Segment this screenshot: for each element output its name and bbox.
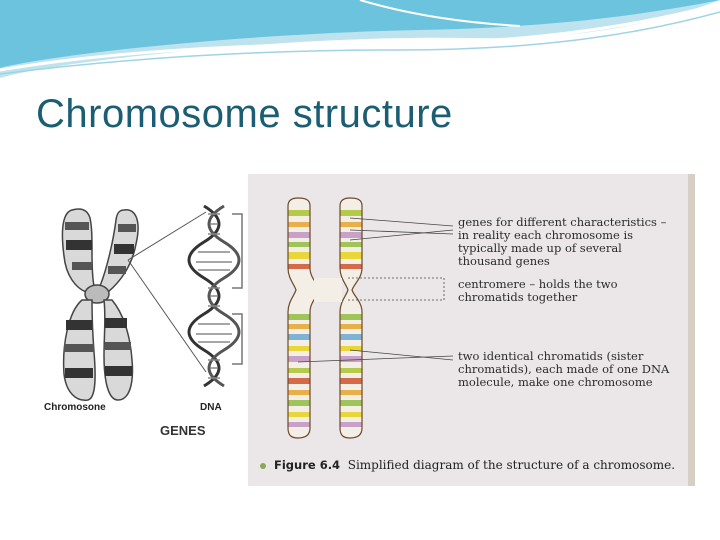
- top-banner: [0, 0, 720, 90]
- figure-caption: Figure 6.4 Simplified diagram of the str…: [260, 458, 675, 472]
- chromosome-label: Chromosone: [44, 402, 106, 413]
- banded-chromosome-drawing: [287, 197, 363, 439]
- chromosome-drawing: [61, 208, 139, 401]
- genes-label: GENES: [160, 423, 206, 438]
- dna-label: DNA: [200, 402, 222, 413]
- page-title: Chromosome structure: [36, 92, 453, 136]
- chromosome-dna-figure: Chromosone DNA GENES: [24, 196, 250, 446]
- caption-text: Simplified diagram of the structure of a…: [347, 458, 676, 472]
- centromere-annotation: centromere – holds the two chromatids to…: [458, 277, 618, 304]
- genes-annotation: genes for different characteristics – in…: [458, 215, 667, 268]
- dna-helix-drawing: [187, 204, 241, 388]
- caption-label: Figure 6.4: [274, 458, 341, 472]
- chromatids-annotation: two identical chromatids (sister chromat…: [458, 349, 670, 389]
- textbook-figure: genes for different characteristics – in…: [248, 174, 695, 486]
- bullet-icon: [260, 462, 266, 469]
